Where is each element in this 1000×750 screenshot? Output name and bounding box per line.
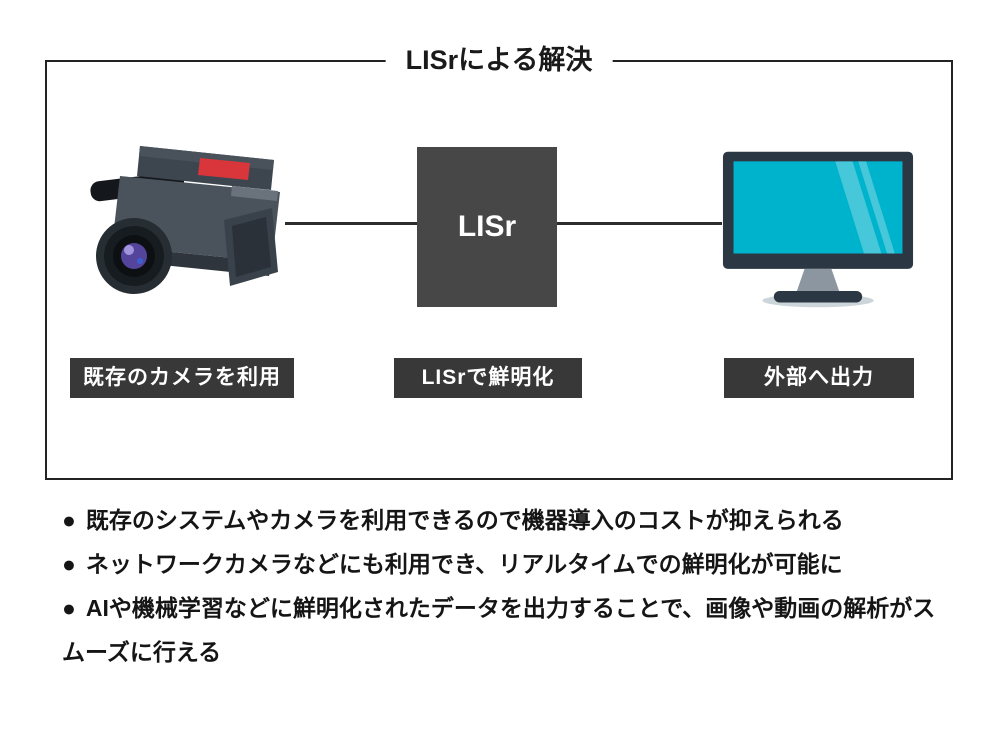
bullet-marker: ● [62,551,76,577]
bullet-item-2: ● ネットワークカメラなどにも利用でき、リアルタイムでの鮮明化が可能に [62,542,946,586]
bullet-item-1: ● 既存のシステムやカメラを利用できるので機器導入のコストが抑えられる [62,498,946,542]
monitor-icon [722,151,914,308]
bullet-text-3: AIや機械学習などに鮮明化されたデータを出力することで、画像や動画の解析がスムー… [62,595,936,665]
bullet-item-3: ●AIや機械学習などに鮮明化されたデータを出力することで、画像や動画の解析がスム… [62,586,946,674]
bullet-text-2: ネットワークカメラなどにも利用でき、リアルタイムでの鮮明化が可能に [85,551,843,577]
video-camera-icon [90,146,280,294]
lisr-box: LISr [417,147,557,307]
diagram-title: LISrによる解決 [385,40,613,80]
lisr-step-label: LISrで鮮明化 [394,358,582,398]
lisr-box-text: LISr [457,210,517,243]
bullet-marker: ● [62,507,76,533]
bullet-text-1: 既存のシステムやカメラを利用できるので機器導入のコストが抑えられる [85,507,844,533]
connector-line-right [557,222,722,225]
monitor-step-label: 外部へ出力 [724,358,914,398]
connector-line-left [285,222,417,225]
monitor-screen [733,161,903,254]
bullet-list: ● 既存のシステムやカメラを利用できるので機器導入のコストが抑えられる ● ネットワ… [62,498,946,674]
diagram-frame: LISrによる解決 LISr [45,40,953,480]
camera-step-label: 既存のカメラを利用 [70,358,294,398]
record-indicator [198,158,250,180]
bullet-marker: ● [62,595,76,621]
